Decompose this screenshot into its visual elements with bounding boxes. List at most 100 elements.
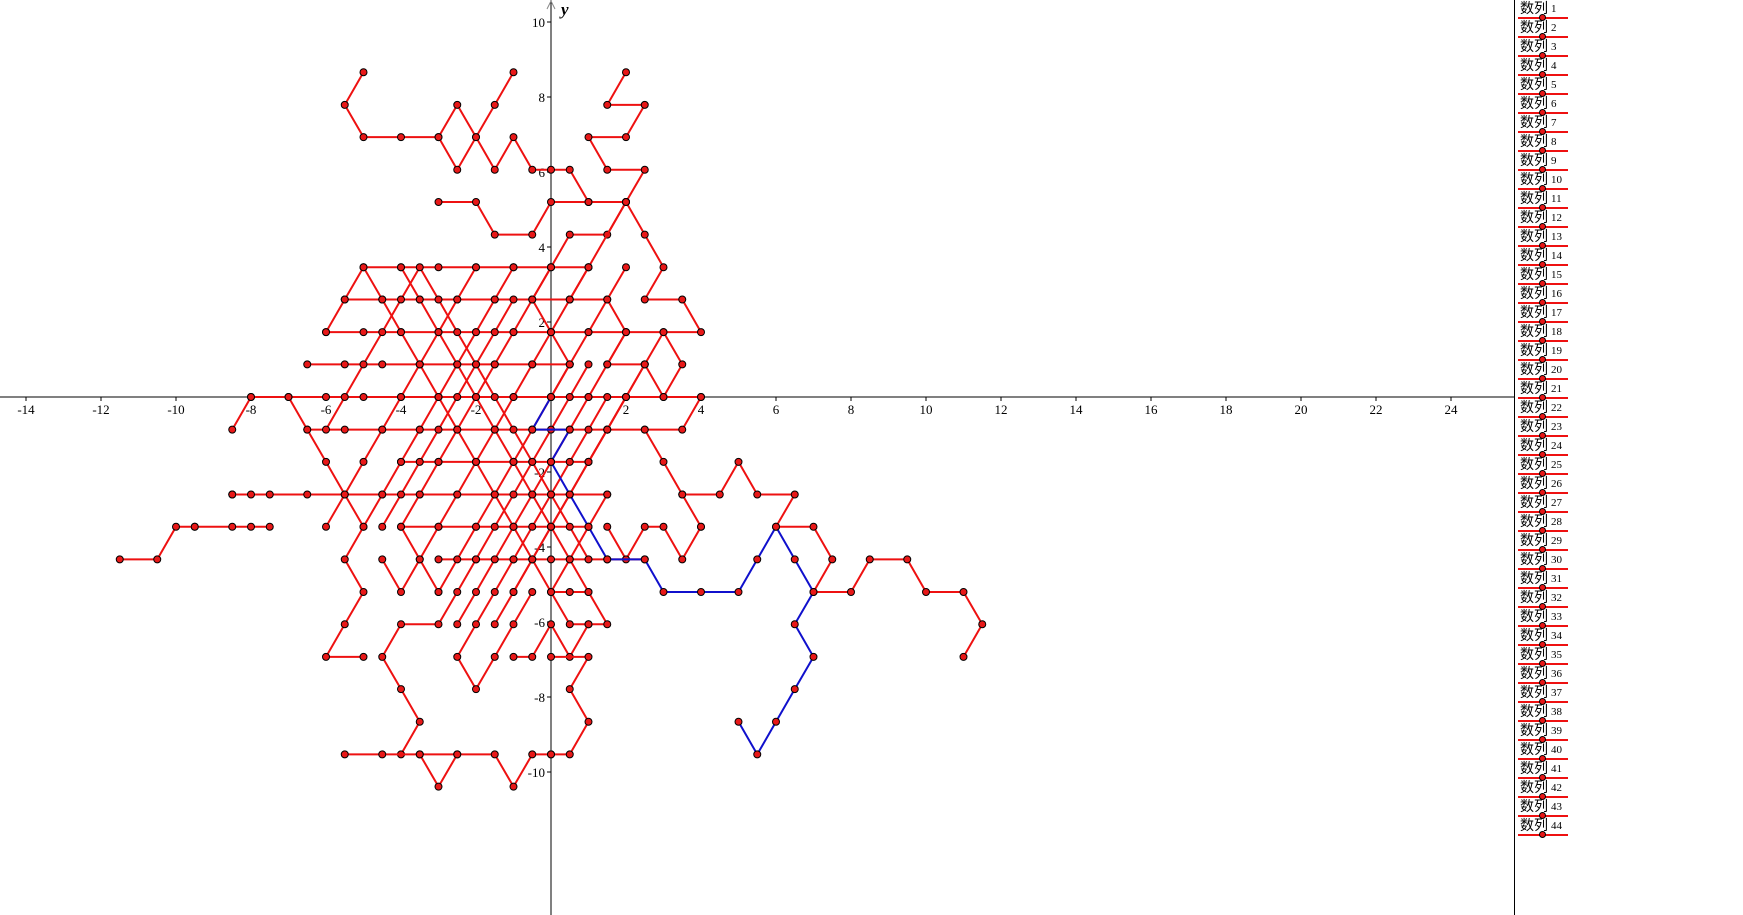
sequence-point[interactable] xyxy=(584,620,593,629)
sequence-point[interactable] xyxy=(509,782,518,791)
sequence-point[interactable] xyxy=(153,555,162,564)
sequence-point[interactable] xyxy=(415,295,424,304)
sequence-point[interactable] xyxy=(584,457,593,466)
sequence-point[interactable] xyxy=(378,490,387,499)
sequence-point[interactable] xyxy=(359,328,368,337)
sequence-point[interactable] xyxy=(603,360,612,369)
sequence-point[interactable] xyxy=(490,165,499,174)
sequence-line[interactable] xyxy=(513,493,609,658)
sequence-point[interactable] xyxy=(472,685,480,694)
sequence-point[interactable] xyxy=(453,652,462,661)
sequence-point[interactable] xyxy=(528,425,537,434)
sequence-point[interactable] xyxy=(434,393,443,401)
sequence-point[interactable] xyxy=(434,263,443,272)
sequence-point[interactable] xyxy=(247,393,255,401)
sequence-point[interactable] xyxy=(472,198,480,206)
sequence-point[interactable] xyxy=(565,588,574,596)
sequence-plot-1[interactable] xyxy=(340,68,518,142)
sequence-point[interactable] xyxy=(565,165,574,174)
sequence-point[interactable] xyxy=(959,652,968,661)
sequence-plot-33[interactable] xyxy=(547,652,593,759)
sequence-point[interactable] xyxy=(753,490,762,499)
sequence-point[interactable] xyxy=(772,522,780,531)
sequence-point[interactable] xyxy=(584,522,593,531)
sequence-line[interactable] xyxy=(119,525,195,561)
sequence-point[interactable] xyxy=(490,425,499,434)
sequence-point[interactable] xyxy=(565,457,574,466)
sequence-point[interactable] xyxy=(453,328,462,337)
sequence-point[interactable] xyxy=(659,588,668,596)
sequence-point[interactable] xyxy=(378,328,387,337)
sequence-point[interactable] xyxy=(490,555,499,564)
sequence-line[interactable] xyxy=(551,655,590,756)
sequence-point[interactable] xyxy=(490,588,499,596)
sequence-plot-42[interactable] xyxy=(528,393,818,759)
sequence-plot-38[interactable] xyxy=(603,522,705,564)
sequence-plot-40[interactable] xyxy=(115,522,199,564)
sequence-point[interactable] xyxy=(565,490,574,499)
sequence-point[interactable] xyxy=(509,522,518,531)
sequence-point[interactable] xyxy=(359,652,368,661)
sequence-point[interactable] xyxy=(978,620,987,629)
sequence-point[interactable] xyxy=(903,555,912,564)
sequence-point[interactable] xyxy=(528,555,537,564)
sequence-point[interactable] xyxy=(322,425,330,434)
sequence-point[interactable] xyxy=(490,360,499,369)
sequence-point[interactable] xyxy=(378,425,387,434)
sequence-point[interactable] xyxy=(322,328,330,337)
sequence-point[interactable] xyxy=(434,425,443,434)
sequence-point[interactable] xyxy=(340,555,349,564)
sequence-point[interactable] xyxy=(640,425,649,434)
sequence-point[interactable] xyxy=(959,588,968,596)
sequence-point[interactable] xyxy=(322,393,330,401)
sequence-point[interactable] xyxy=(453,588,462,596)
sequence-point[interactable] xyxy=(490,750,499,759)
sequence-point[interactable] xyxy=(547,490,555,499)
sequence-point[interactable] xyxy=(453,620,462,629)
sequence-point[interactable] xyxy=(640,360,649,369)
sequence-point[interactable] xyxy=(565,555,574,564)
sequence-line[interactable] xyxy=(456,331,627,625)
sequence-point[interactable] xyxy=(340,360,349,369)
sequence-point[interactable] xyxy=(547,588,555,596)
sequence-point[interactable] xyxy=(640,522,649,531)
sequence-point[interactable] xyxy=(359,360,368,369)
sequence-point[interactable] xyxy=(509,295,518,304)
sequence-point[interactable] xyxy=(453,360,462,369)
sequence-point[interactable] xyxy=(453,100,462,109)
sequence-point[interactable] xyxy=(734,457,743,466)
sequence-point[interactable] xyxy=(659,457,668,466)
sequence-line[interactable] xyxy=(325,266,589,626)
sequence-point[interactable] xyxy=(472,360,480,369)
sequence-point[interactable] xyxy=(490,652,499,661)
sequence-point[interactable] xyxy=(490,522,499,531)
sequence-point[interactable] xyxy=(565,425,574,434)
sequence-point[interactable] xyxy=(490,230,499,239)
sequence-point[interactable] xyxy=(584,588,593,596)
sequence-plot-39[interactable] xyxy=(190,522,274,531)
sequence-point[interactable] xyxy=(378,750,387,759)
sequence-point[interactable] xyxy=(434,522,443,531)
sequence-point[interactable] xyxy=(472,393,480,401)
sequence-point[interactable] xyxy=(228,425,237,434)
sequence-point[interactable] xyxy=(453,490,462,499)
sequence-point[interactable] xyxy=(528,588,537,596)
sequence-point[interactable] xyxy=(340,425,349,434)
sequence-point[interactable] xyxy=(565,522,574,531)
sequence-point[interactable] xyxy=(678,555,687,564)
sequence-point[interactable] xyxy=(509,425,518,434)
sequence-point[interactable] xyxy=(565,295,574,304)
